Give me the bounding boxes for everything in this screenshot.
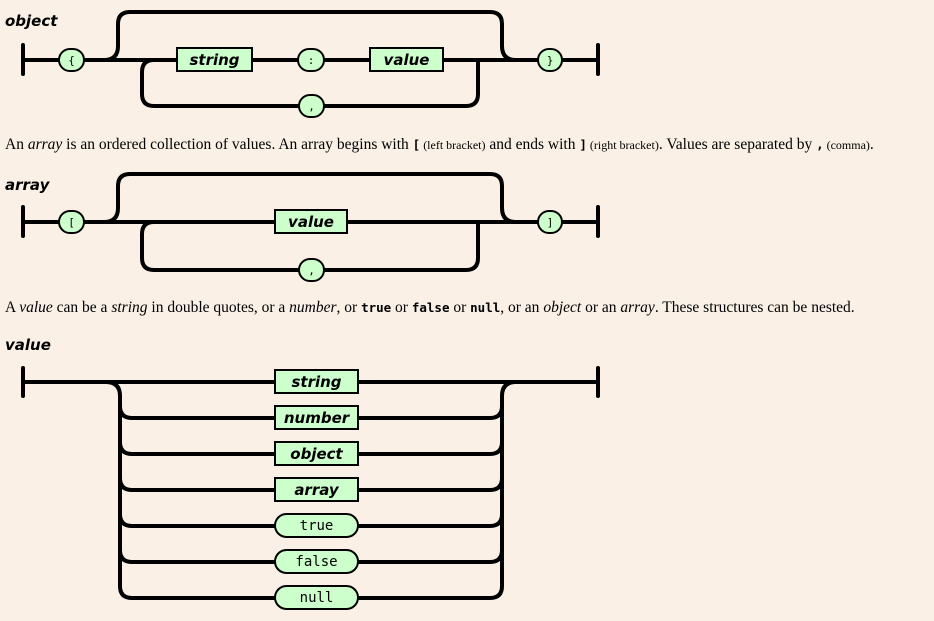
value-option-true-box [274, 513, 359, 538]
array-close-token-label: ] [547, 216, 554, 229]
value-option-false: false [295, 554, 337, 570]
array-comma-label: , [308, 264, 315, 277]
object-value-label: value [384, 51, 430, 69]
object-colon-label: : [308, 54, 315, 67]
object-string-label: string [189, 51, 239, 69]
value-option-false-box [274, 549, 359, 574]
value-option-array: array [294, 481, 340, 499]
object-diagram: { string : value } , [21, 10, 600, 118]
value-option-number-box [274, 405, 359, 430]
object-heading: object [5, 12, 58, 30]
object-close-token [537, 48, 563, 72]
value-option-string: string [291, 373, 341, 391]
value-option-string-box [274, 369, 359, 394]
value-option-number: number [284, 409, 351, 427]
array-value-box [274, 209, 348, 234]
array-close-token [537, 210, 563, 234]
object-close-token-label: } [547, 54, 554, 67]
value-option-object: object [290, 445, 343, 463]
value-diagram: string number object array true false nu… [21, 366, 600, 610]
array-comma-token [298, 258, 325, 282]
array-description: An array is an ordered collection of val… [5, 136, 874, 153]
object-open-token-label: { [68, 54, 75, 67]
value-option-array-box [274, 477, 359, 502]
array-open-token [58, 210, 85, 234]
value-option-null: null [300, 590, 334, 606]
value-option-true: true [300, 518, 334, 534]
object-string-box [176, 47, 253, 72]
value-option-object-box [274, 441, 359, 466]
object-comma-label: , [308, 100, 315, 113]
array-value-label: value [288, 213, 334, 231]
value-option-null-box [274, 585, 359, 610]
array-diagram: [ value ] , [21, 172, 600, 282]
object-value-box [369, 47, 444, 72]
object-comma-token [298, 94, 325, 118]
array-open-token-label: [ [68, 216, 75, 229]
array-heading: array [5, 176, 50, 194]
object-colon-token [297, 48, 325, 72]
object-open-token [58, 48, 85, 72]
value-heading: value [5, 336, 51, 354]
value-description: A value can be a string in double quotes… [5, 299, 855, 316]
